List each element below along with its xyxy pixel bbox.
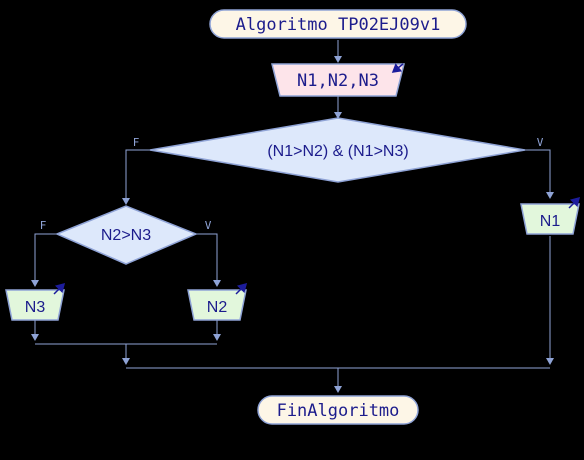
title-text: Algoritmo TP02EJ09v1 <box>236 15 441 35</box>
decision-secondary-text: N2>N3 <box>101 227 151 244</box>
decision-main: (N1>N2) & (N1>N3) <box>149 117 526 183</box>
output-n3: N3 <box>5 282 66 321</box>
output-n2: N2 <box>187 282 248 321</box>
output-arrow-icon <box>235 282 248 295</box>
end-text: FinAlgoritmo <box>277 401 400 421</box>
connectors <box>31 40 554 393</box>
input-arrow-icon <box>391 63 404 73</box>
branch-true-label: V <box>537 136 544 149</box>
end-terminal: FinAlgoritmo <box>257 395 419 425</box>
output-n2-text: N2 <box>207 299 228 316</box>
input-block: N1,N2,N3 <box>271 63 405 97</box>
start-terminal: Algoritmo TP02EJ09v1 <box>209 9 467 39</box>
branch-false-label: F <box>133 136 140 149</box>
output-arrow-icon <box>53 282 66 295</box>
output-arrow-icon <box>568 196 581 209</box>
output-n1: N1 <box>520 196 581 235</box>
input-text: N1,N2,N3 <box>297 71 379 91</box>
decision-secondary: N2>N3 <box>55 205 198 265</box>
output-n3-text: N3 <box>25 299 46 316</box>
branch2-true-label: V <box>205 219 212 232</box>
branch2-false-label: F <box>40 219 47 232</box>
decision-main-text: (N1>N2) & (N1>N3) <box>267 143 408 160</box>
output-n1-text: N1 <box>540 213 561 230</box>
